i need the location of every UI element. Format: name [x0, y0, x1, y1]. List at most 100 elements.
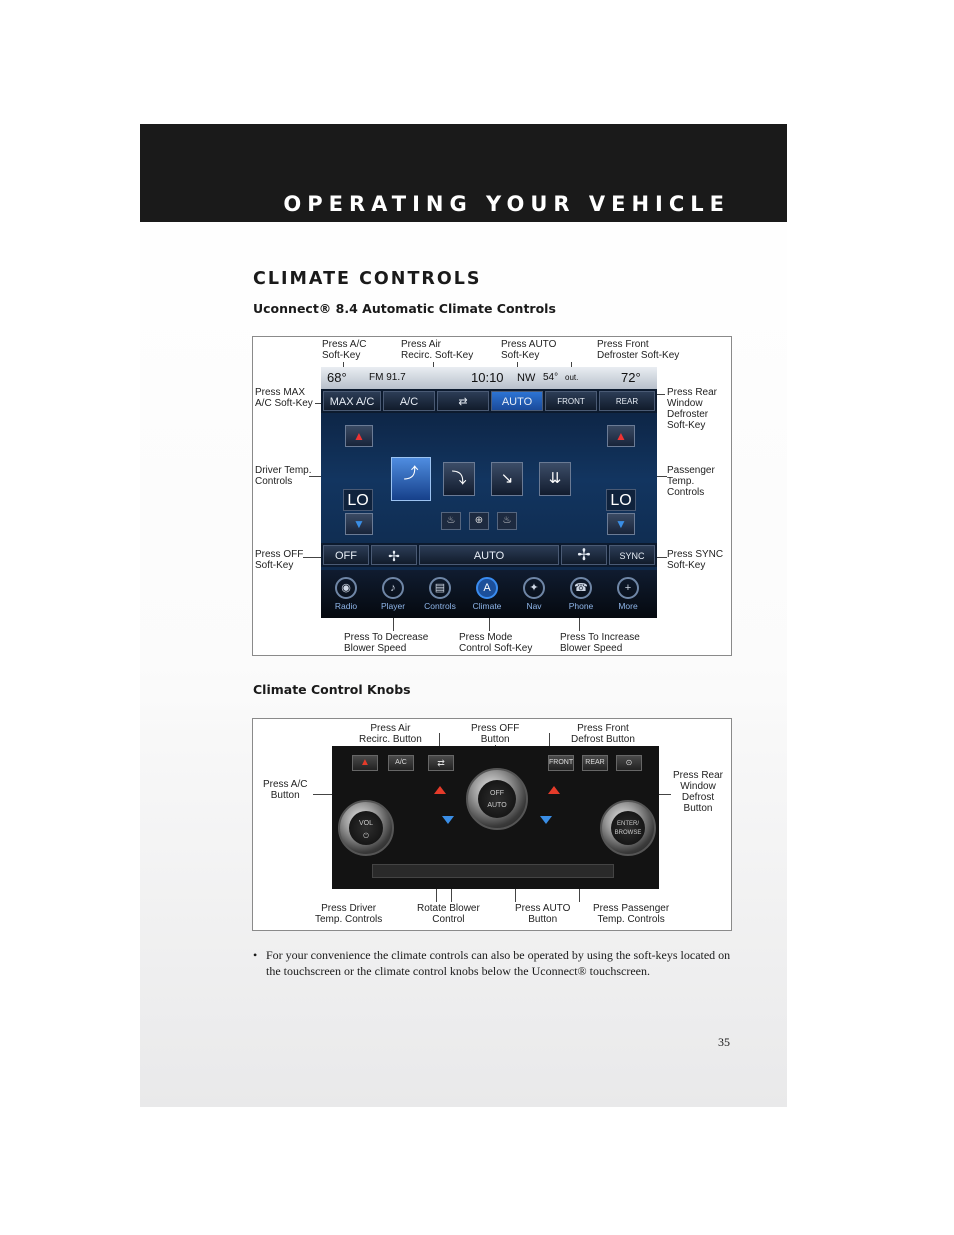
leader-line	[393, 613, 394, 631]
leader-line	[489, 613, 490, 631]
chapter-title: OPERATING YOUR VEHICLE	[283, 192, 730, 216]
compass-icon: ✦	[523, 577, 545, 599]
left-temp-readout: 68°	[327, 370, 347, 385]
driver-temp-up-arrow[interactable]	[434, 786, 446, 794]
label-sync-softkey: Press SYNC Soft-Key	[667, 549, 724, 571]
status-bar: 68° FM 91.7 10:10 NW 54° out. 72°	[321, 367, 657, 389]
park-assist-icon[interactable]: ⊙	[616, 755, 642, 771]
label-recirc-softkey: Press Air Recirc. Soft-Key	[401, 339, 474, 361]
label-driver-temp-controls: Press Driver Temp. Controls	[315, 903, 383, 925]
clock: 10:10	[471, 370, 504, 385]
leader-line	[303, 557, 325, 558]
outside-label: out.	[565, 373, 579, 382]
fan-row: OFF ✢ AUTO ✢ SYNC	[321, 543, 657, 567]
radio-icon: ◉	[335, 577, 357, 599]
leader-line	[579, 613, 580, 631]
section-title: CLIMATE CONTROLS	[253, 269, 482, 289]
label-rear-defrost-button: Press Rear Window Defrost Button	[673, 770, 724, 814]
tune-knob[interactable]: ENTER/ BROWSE	[600, 800, 656, 856]
max-ac-button[interactable]: MAX A/C	[323, 391, 381, 411]
driver-temp-down-arrow[interactable]	[442, 816, 454, 824]
uconnect-touchscreen: 68° FM 91.7 10:10 NW 54° out. 72° MAX A/…	[321, 367, 657, 618]
passenger-temp-up-arrow[interactable]	[548, 786, 560, 794]
fan-auto-button[interactable]: AUTO	[419, 545, 559, 565]
passenger-temp-down-arrow[interactable]	[540, 816, 552, 824]
leader-line	[549, 733, 550, 755]
label-off-button: Press OFF Button	[471, 723, 520, 745]
mode-panel-floor-button[interactable]: ⤵	[443, 462, 475, 496]
tune-knob-face: ENTER/ BROWSE	[611, 811, 645, 845]
manual-page: OPERATING YOUR VEHICLE CLIMATE CONTROLS …	[140, 124, 787, 1107]
mode-defrost-floor-button[interactable]: ⇊	[539, 462, 571, 496]
fan-decrease-icon[interactable]: ✢	[371, 545, 417, 565]
right-temp-readout: 72°	[621, 370, 641, 385]
mode-floor-button[interactable]: ↘	[491, 462, 523, 496]
heated-seat-passenger-icon[interactable]: ♨	[497, 512, 517, 530]
label-ac-softkey: Press A/C Soft-Key	[322, 339, 367, 361]
bullet-text: For your convenience the climate control…	[266, 948, 731, 978]
ac-button[interactable]: A/C	[383, 391, 435, 411]
label-rear-defrost-softkey: Press Rear Window Defroster Soft-Key	[667, 387, 718, 431]
header-band: OPERATING YOUR VEHICLE	[140, 124, 787, 222]
sync-button[interactable]: SYNC	[609, 545, 655, 565]
recirc-panel-button[interactable]: ⇄	[428, 755, 454, 771]
label-auto-button: Press AUTO Button	[515, 903, 571, 925]
recirc-button[interactable]: ⇄	[437, 391, 489, 411]
front-defrost-panel-button[interactable]: FRONT	[548, 755, 574, 771]
hazard-icon[interactable]: ▲	[352, 755, 378, 771]
nav-phone[interactable]: ☎Phone	[558, 570, 604, 618]
label-blower-control: Rotate Blower Control	[417, 903, 480, 925]
leader-line	[439, 733, 440, 755]
nav-more[interactable]: +More	[605, 570, 651, 618]
label-max-ac-softkey: Press MAX A/C Soft-Key	[255, 387, 313, 409]
nav-player[interactable]: ♪Player	[370, 570, 416, 618]
radio-readout: FM 91.7	[369, 372, 406, 383]
label-mode-softkey: Press Mode Control Soft-Key	[459, 632, 533, 654]
fan-increase-icon[interactable]: ✢	[561, 545, 607, 565]
leader-line	[649, 394, 665, 395]
off-button[interactable]: OFF	[323, 545, 369, 565]
outside-temp: 54°	[543, 372, 559, 383]
mode-panel-button[interactable]: ⤴	[391, 457, 431, 501]
climate-icon: A	[476, 577, 498, 599]
player-icon: ♪	[382, 577, 404, 599]
nav-nav[interactable]: ✦Nav	[511, 570, 557, 618]
page-number: 35	[718, 1035, 730, 1049]
knob-panel-figure: Press Air Recirc. Button Press OFF Butto…	[252, 718, 732, 931]
label-off-softkey: Press OFF Soft-Key	[255, 549, 304, 571]
rear-defrost-button[interactable]: REAR	[599, 391, 655, 411]
label-front-defrost-button: Press Front Defrost Button	[571, 723, 635, 745]
passenger-temp-up-button[interactable]: ▲	[607, 425, 635, 447]
volume-knob[interactable]: VOL⏻	[338, 800, 394, 856]
compass: NW	[517, 372, 536, 384]
nav-controls[interactable]: ▤Controls	[417, 570, 463, 618]
ac-panel-button[interactable]: A/C	[388, 755, 414, 771]
plus-icon: +	[617, 577, 639, 599]
label-recirc-button: Press Air Recirc. Button	[359, 723, 422, 745]
cd-slot	[372, 864, 614, 878]
label-increase-blower: Press To Increase Blower Speed	[560, 632, 640, 654]
nav-radio[interactable]: ◉Radio	[323, 570, 369, 618]
passenger-temp-value: LO	[606, 489, 636, 511]
driver-temp-down-button[interactable]: ▼	[345, 513, 373, 535]
bullet-dot: •	[253, 948, 258, 962]
passenger-temp-down-button[interactable]: ▼	[607, 513, 635, 535]
label-driver-temp: Driver Temp. Controls	[255, 465, 312, 487]
rear-defrost-panel-button[interactable]: REAR	[582, 755, 608, 771]
leader-line	[649, 557, 667, 558]
heated-seat-driver-icon[interactable]: ♨	[441, 512, 461, 530]
driver-temp-value: LO	[343, 489, 373, 511]
auto-button-highlight[interactable]: AUTO	[491, 391, 543, 411]
touchscreen-figure: Press A/C Soft-Key Press Air Recirc. Sof…	[252, 336, 732, 656]
label-auto-softkey: Press AUTO Soft-Key	[501, 339, 557, 361]
driver-temp-up-button[interactable]: ▲	[345, 425, 373, 447]
steering-heat-icon[interactable]: ⊕	[469, 512, 489, 530]
figure2-subtitle: Climate Control Knobs	[253, 682, 411, 697]
front-defrost-button[interactable]: FRONT	[545, 391, 597, 411]
label-ac-button: Press A/C Button	[263, 779, 308, 801]
label-passenger-temp-controls: Press Passenger Temp. Controls	[593, 903, 670, 925]
